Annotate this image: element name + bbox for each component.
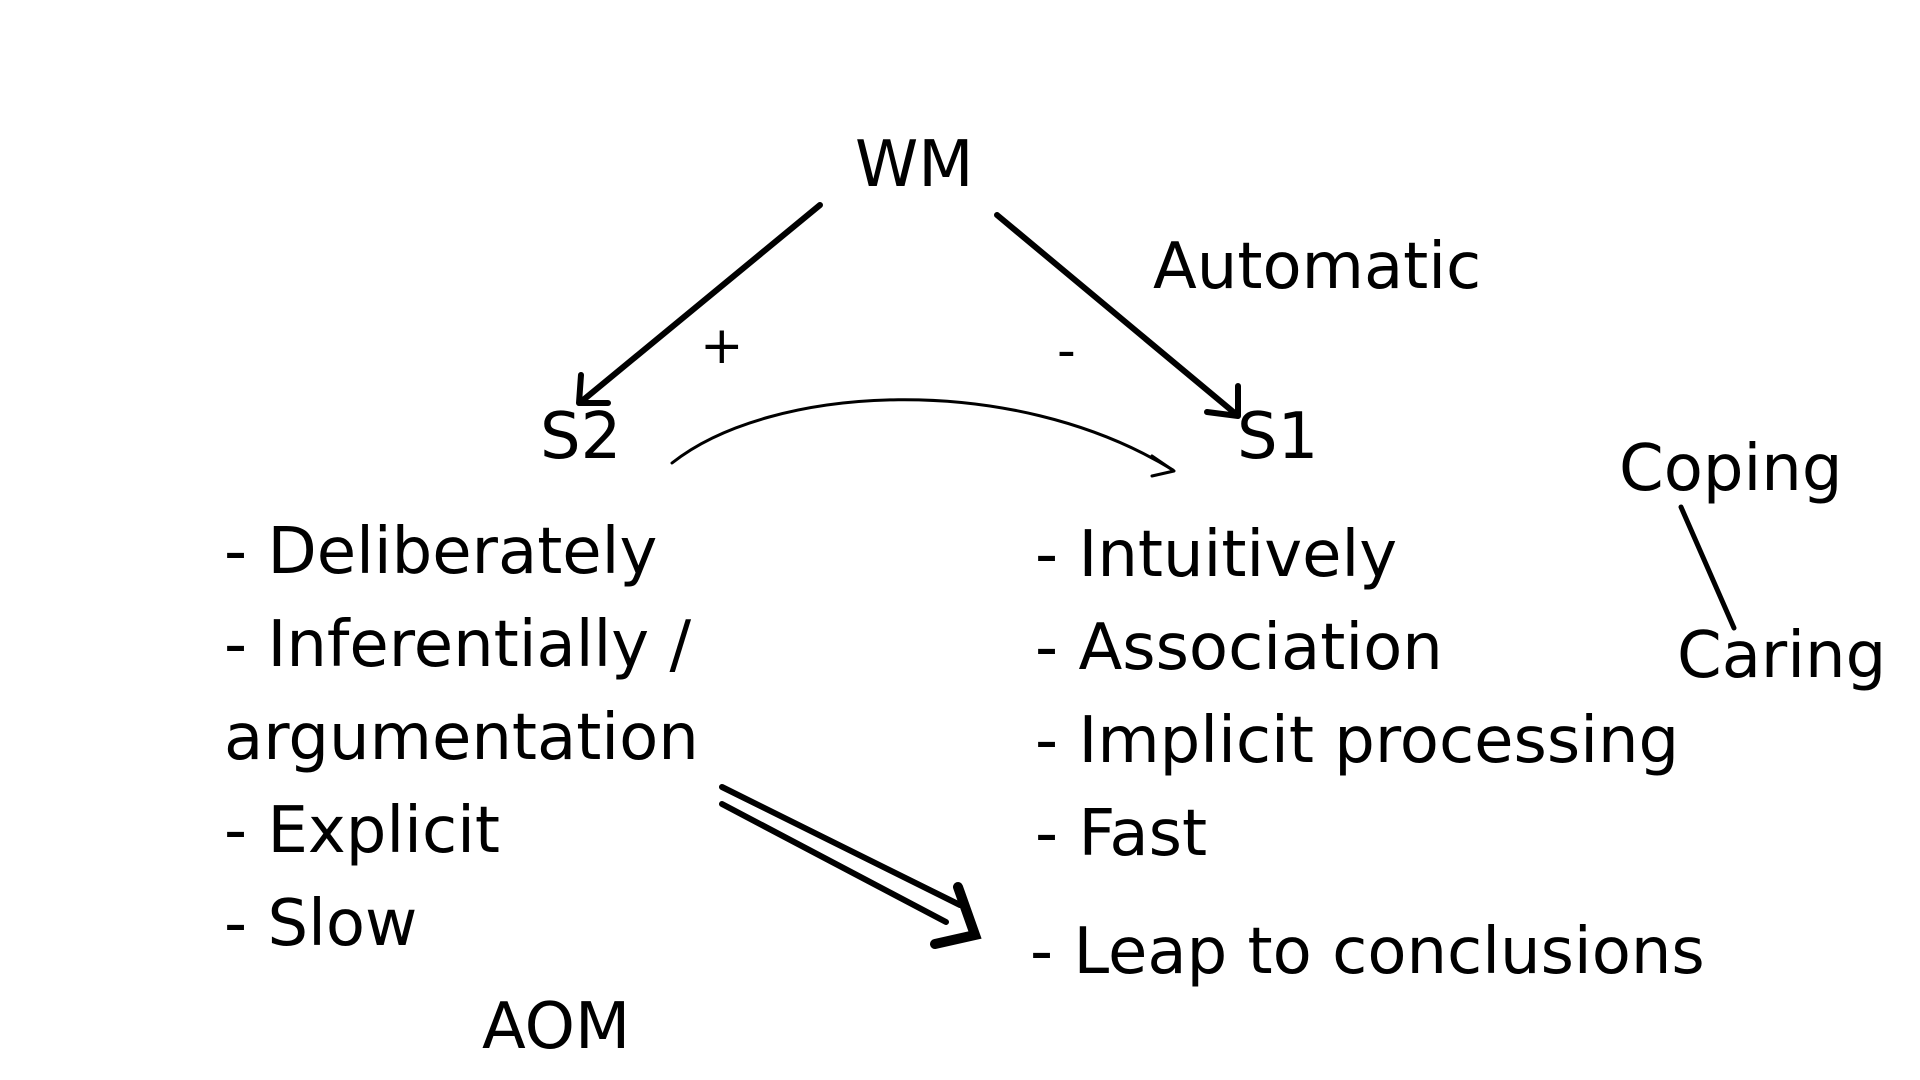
outcome-leap-to-conclusions: - Leap to conclusions: [1030, 915, 1705, 989]
node-aom: AOM: [482, 990, 631, 1064]
node-s1: S1: [1237, 400, 1319, 474]
node-automatic: Automatic: [1153, 230, 1482, 304]
s2-trait-item: - Inferentially /: [224, 608, 692, 682]
s2-trait-item: - Deliberately: [224, 515, 658, 589]
node-caring: Caring: [1677, 619, 1887, 693]
double-arrow-to-conclusions: [719, 784, 982, 949]
sign-minus: -: [1057, 321, 1076, 381]
arrow-s2-to-s1-curve: [670, 398, 1176, 478]
s1-trait-item: - Association: [1035, 611, 1443, 685]
s2-trait-list: - Deliberately - Inferentially / argumen…: [224, 506, 699, 971]
s1-trait-item: - Fast: [1035, 797, 1208, 871]
s1-trait-list: - Intuitively - Association - Implicit p…: [1035, 509, 1679, 881]
node-s2: S2: [540, 400, 622, 474]
sign-plus: +: [700, 316, 744, 376]
s1-trait-item: - Implicit processing: [1035, 704, 1680, 778]
s2-trait-item: - Slow: [224, 887, 418, 961]
arrow-wm-to-s2: [576, 202, 823, 406]
s1-trait-item: - Intuitively: [1035, 518, 1398, 592]
node-wm: WM: [855, 128, 974, 202]
s2-trait-item: argumentation: [224, 701, 699, 775]
arrow-wm-to-s1: [994, 212, 1241, 419]
coping-caring-connector: [1678, 504, 1737, 631]
s2-trait-item: - Explicit: [224, 794, 500, 868]
node-coping: Coping: [1619, 432, 1843, 506]
